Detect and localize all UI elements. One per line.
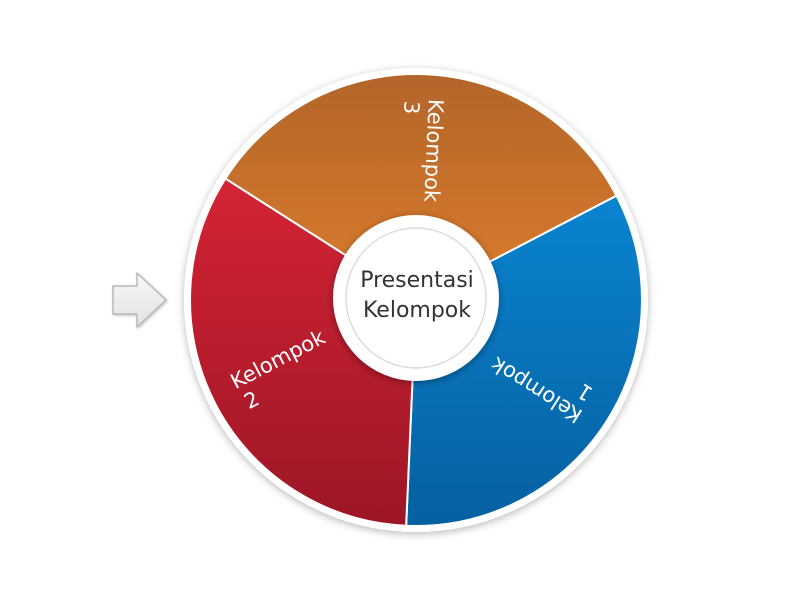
wheel-center-label-line-1: Presentasi	[360, 268, 474, 293]
wheel-segment-label-line: Kelompok	[419, 99, 448, 204]
wheel-center-label-line-2: Kelompok	[363, 298, 471, 323]
wheel-segment-label-line: 3	[399, 100, 424, 114]
wheel-segment-3[interactable]	[224, 73, 618, 302]
arrow-right-icon	[112, 272, 167, 328]
wheel-hub[interactable]: Presentasi Kelompok	[333, 215, 499, 381]
